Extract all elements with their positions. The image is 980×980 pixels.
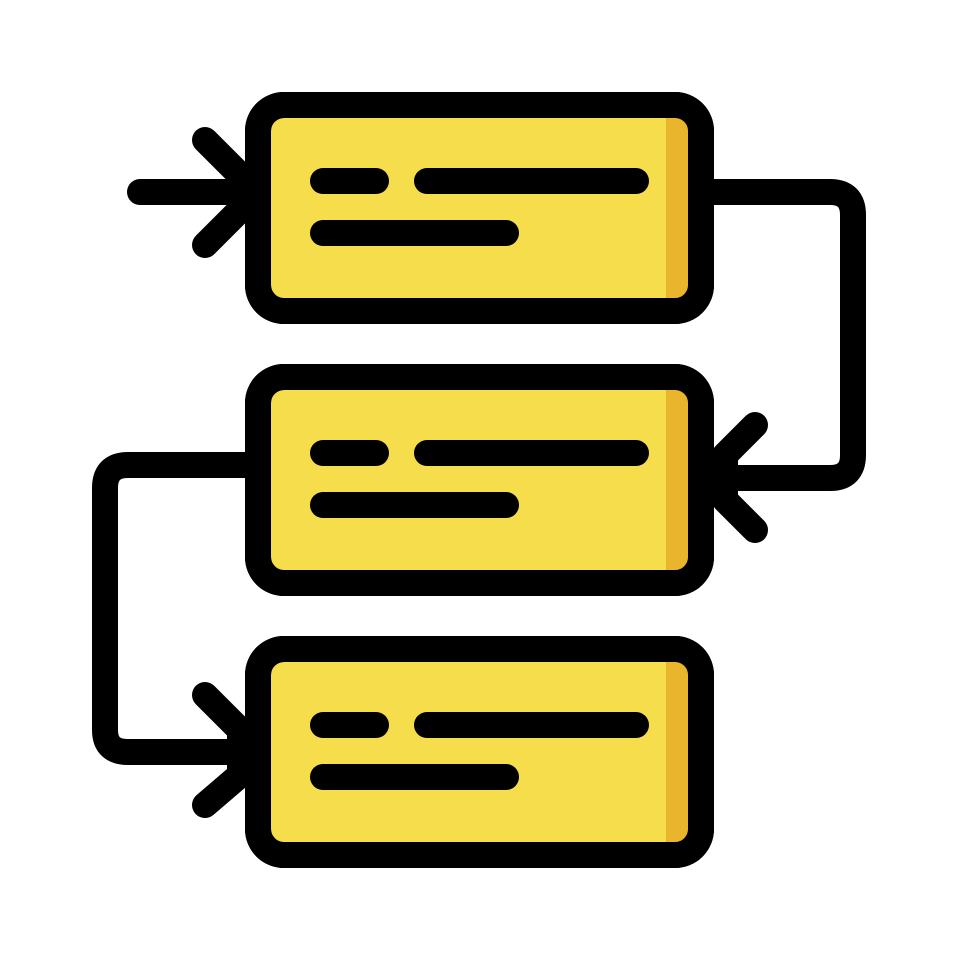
card1-to-card2-connector [699, 179, 866, 543]
card2-to-card3-line [92, 452, 258, 765]
process-card-3-outline [245, 636, 714, 868]
process-card-1-shadow [666, 118, 688, 298]
entry-arrow [127, 127, 253, 258]
process-card-1-body [245, 92, 714, 324]
process-card-3 [245, 636, 714, 868]
process-card-1-outline [245, 92, 714, 324]
card2-entry-arrowhead [712, 412, 768, 543]
process-card-3-shadow [666, 662, 688, 842]
process-card-2-body [245, 364, 714, 596]
card1-to-card2-line [699, 179, 866, 491]
process-card-2-outline [245, 364, 714, 596]
process-card-1 [245, 92, 714, 324]
process-card-2 [245, 364, 714, 596]
card3-entry-arrowhead [192, 682, 253, 818]
entry-arrowhead [192, 127, 253, 258]
process-card-2-shadow [666, 390, 688, 570]
card2-to-card3-connector [92, 452, 258, 818]
process-card-3-body [245, 636, 714, 868]
